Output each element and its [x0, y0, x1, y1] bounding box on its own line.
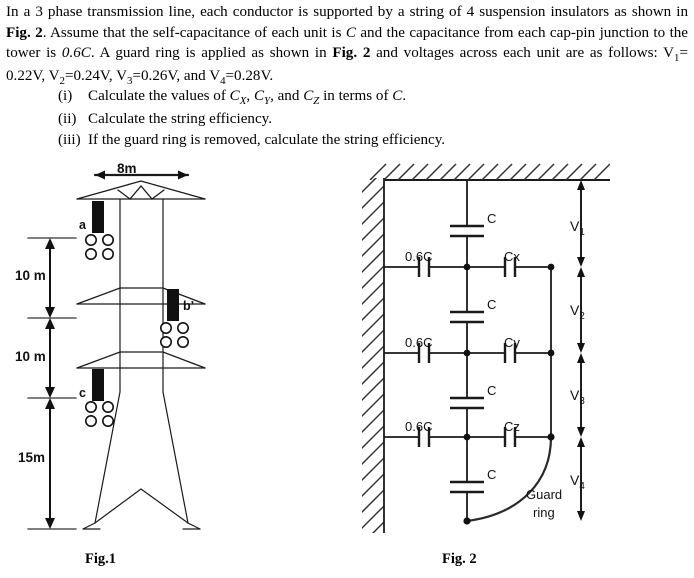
symbol-cx: C [229, 88, 240, 104]
v2-subscript: 2 [59, 75, 65, 88]
v1-subscript: 1 [674, 52, 680, 65]
guard-cap-label-cz: Cz [504, 419, 520, 434]
tower-top-crossarm [76, 180, 206, 200]
symbol-cz-sub: Z [313, 95, 320, 108]
voltage-label-v4: V4 [570, 472, 585, 492]
problem-line-1: In a 3 phase transmission line, each con… [6, 4, 610, 20]
problem-line-3b: . A guard ring is applied as shown in [90, 45, 333, 62]
v2-value: =0.24V, V [64, 68, 128, 85]
conductor-label-c: c [79, 386, 86, 400]
span-dimension-arrow [93, 170, 190, 180]
guard-ring-label-line1: Guard [526, 487, 563, 502]
insulator-string-a [85, 201, 115, 261]
conductor-label-a: a [79, 218, 86, 232]
fig2-reference-2: Fig. 2 [332, 45, 371, 62]
problem-line-2b: . Assume that the self-capacitance of ea… [42, 24, 346, 41]
tower-lower-crossarm [76, 351, 206, 369]
series-capacitor-1 [450, 224, 484, 238]
voltage-label-v2: V2 [570, 302, 585, 322]
sub-question-i-sep-2: , and [270, 88, 304, 104]
sub-question-i-sep-1: , [246, 88, 254, 104]
shunt-cap-label-2: 0.6C [405, 335, 433, 350]
problem-statement: In a 3 phase transmission line, each con… [6, 2, 688, 89]
sub-question-iii: (iii) If the guard ring is removed, calcu… [58, 130, 658, 151]
insulator-string-b [160, 289, 190, 348]
symbol-cy-sub: Y [264, 95, 271, 108]
sub-question-i-number: (i) [58, 88, 73, 104]
dimension-arrow-2 [45, 318, 55, 398]
value-06c: 0.6C [61, 45, 91, 62]
figure-2-caption: Fig. 2 [442, 551, 477, 567]
v4-subscript: 4 [220, 75, 226, 88]
problem-line-3a: each cap-pin junction to the tower is [6, 24, 689, 62]
series-cap-label-4: C [487, 467, 497, 482]
v4-value: =0.28V. [225, 68, 274, 85]
sub-question-ii-number: (ii) [58, 111, 77, 128]
sub-question-ii-text: Calculate the string efficiency. [88, 111, 272, 128]
symbol-c-2: C [392, 88, 403, 104]
sub-question-iii-number: (iii) [58, 132, 81, 149]
tower-wall-hatch [362, 178, 385, 533]
problem-line-3c: and [370, 45, 398, 62]
series-cap-label-3: C [487, 383, 497, 398]
sub-question-i: (i)Calculate the values of CX, CY, and C… [58, 86, 658, 109]
fig2-reference-1: Fig. 2 [6, 24, 43, 41]
shunt-cap-label-3: 0.6C [405, 419, 433, 434]
series-cap-label-2: C [487, 297, 497, 312]
insulator-string-c [85, 369, 115, 427]
conductor-label-b: b’ [183, 299, 195, 313]
tower-body [82, 198, 201, 530]
symbol-c-1: C [345, 24, 356, 41]
series-capacitor-3 [450, 396, 484, 410]
dimension-label-2: 10 m [15, 349, 46, 364]
guard-cap-label-cx: Cx [504, 249, 520, 264]
dimension-arrow-1 [45, 238, 55, 318]
guard-ring-label-line2: ring [533, 505, 555, 520]
problem-line-2a: as shown in [614, 4, 689, 20]
v1-value: = 0.22V, V [6, 45, 688, 85]
symbol-cy: C [253, 88, 265, 104]
v3-subscript: 3 [127, 75, 133, 88]
sub-question-i-text-c: . [402, 88, 407, 104]
series-cap-label-1: C [487, 211, 497, 226]
dimension-label-3: 15m [18, 450, 46, 465]
voltage-label-v3: V3 [570, 387, 585, 407]
span-label-8m: 8m [117, 161, 137, 176]
junction-dots [463, 263, 555, 525]
sub-question-ii: (ii) Calculate the string efficiency. [58, 109, 658, 130]
problem-line-2c: and the capacitance from [355, 24, 514, 41]
symbol-cz: C [303, 88, 314, 104]
v3-value: =0.26V, and V [132, 68, 221, 85]
problem-line-4a: voltages across each unit are as follows… [403, 45, 675, 62]
voltage-label-v1: V1 [570, 218, 585, 238]
ground-hatch-top [369, 163, 610, 181]
sub-question-i-text-b: in terms of [319, 88, 393, 104]
figure-1-caption: Fig.1 [85, 551, 117, 567]
fig1-tower [27, 170, 206, 530]
sub-question-list: (i)Calculate the values of CX, CY, and C… [58, 86, 658, 151]
dimension-arrow-3 [45, 398, 55, 529]
sub-question-i-text-a: Calculate the values of [88, 88, 230, 104]
series-capacitor-2 [450, 310, 484, 324]
series-capacitor-4 [450, 480, 484, 494]
guard-cap-label-cy: Cy [504, 335, 520, 350]
symbol-cx-sub: X [239, 95, 247, 108]
sub-question-iii-text: If the guard ring is removed, calculate … [88, 132, 446, 149]
shunt-cap-label-1: 0.6C [405, 249, 433, 264]
dimension-label-1: 10 m [15, 268, 46, 283]
